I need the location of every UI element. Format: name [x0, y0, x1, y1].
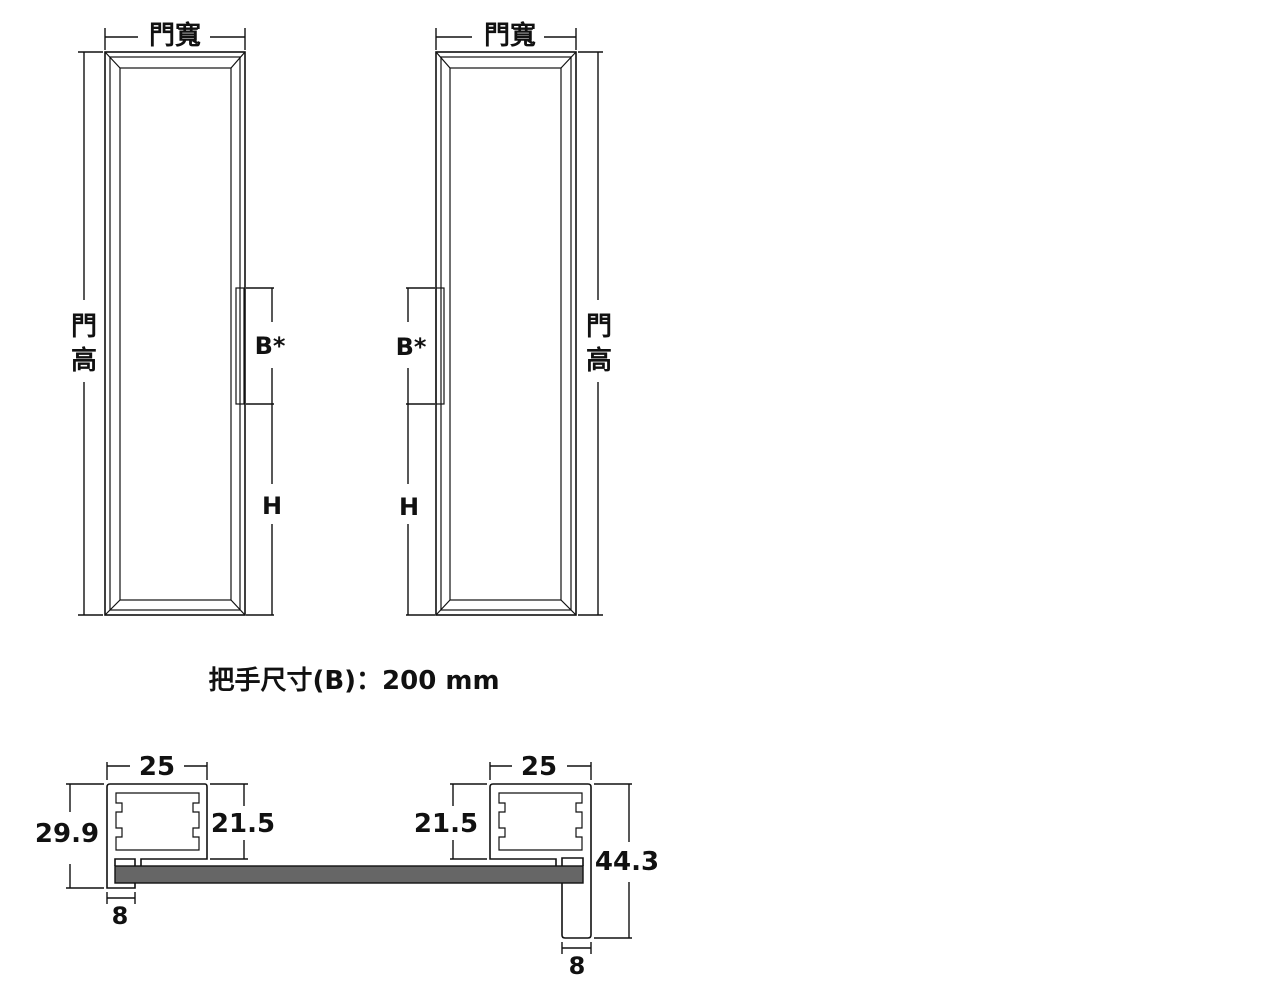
left-leg-dim: 8	[112, 902, 129, 930]
door-height-label-1: 門	[71, 312, 97, 342]
left-profile-cavity	[115, 792, 200, 851]
right-door-panel	[449, 67, 562, 601]
door-height-label-2: 高	[586, 345, 612, 376]
left-door-handle	[235, 287, 245, 405]
right-inner-height-dim: 21.5	[414, 809, 478, 839]
handle-size-caption: 把手尺寸(B)：200 mm	[208, 666, 499, 696]
door-width-label: 門寬	[149, 20, 201, 51]
handle-height-label: H	[399, 493, 419, 521]
left-inner-height-dim: 21.5	[211, 809, 275, 839]
left-width-dim: 25	[139, 752, 175, 782]
right-profile	[489, 783, 592, 939]
right-profile-cavity	[498, 792, 583, 851]
left-door-outer-frame	[104, 51, 246, 616]
left-height-dim: 29.9	[35, 819, 99, 849]
right-height-dim: 44.3	[595, 847, 659, 877]
handle-size-label: B*	[396, 333, 427, 361]
right-door-outer-frame	[435, 51, 577, 616]
left-door-frame-line	[109, 56, 241, 611]
right-door-dimensions: 門寬 門 高 B* H	[396, 20, 612, 616]
handle-height-label: H	[262, 492, 282, 520]
door-width-label: 門寬	[484, 20, 536, 51]
left-door-panel	[119, 67, 232, 601]
door-height-label-1: 門	[586, 312, 612, 342]
right-door-handle	[435, 287, 445, 405]
right-door-frame-line	[440, 56, 572, 611]
left-door	[104, 51, 246, 616]
profile-section: 25 29.9 21.5 8 25 21.5 44.3 8	[35, 752, 659, 980]
right-leg-dim: 8	[569, 952, 586, 980]
glass-panel	[114, 865, 584, 884]
door-height-label-2: 高	[71, 345, 97, 376]
left-door-dimensions: 門寬 門 高 B* H	[71, 20, 286, 616]
right-door	[435, 51, 577, 616]
handle-size-label: B*	[255, 332, 286, 360]
left-profile	[106, 783, 208, 889]
right-width-dim: 25	[521, 752, 557, 782]
